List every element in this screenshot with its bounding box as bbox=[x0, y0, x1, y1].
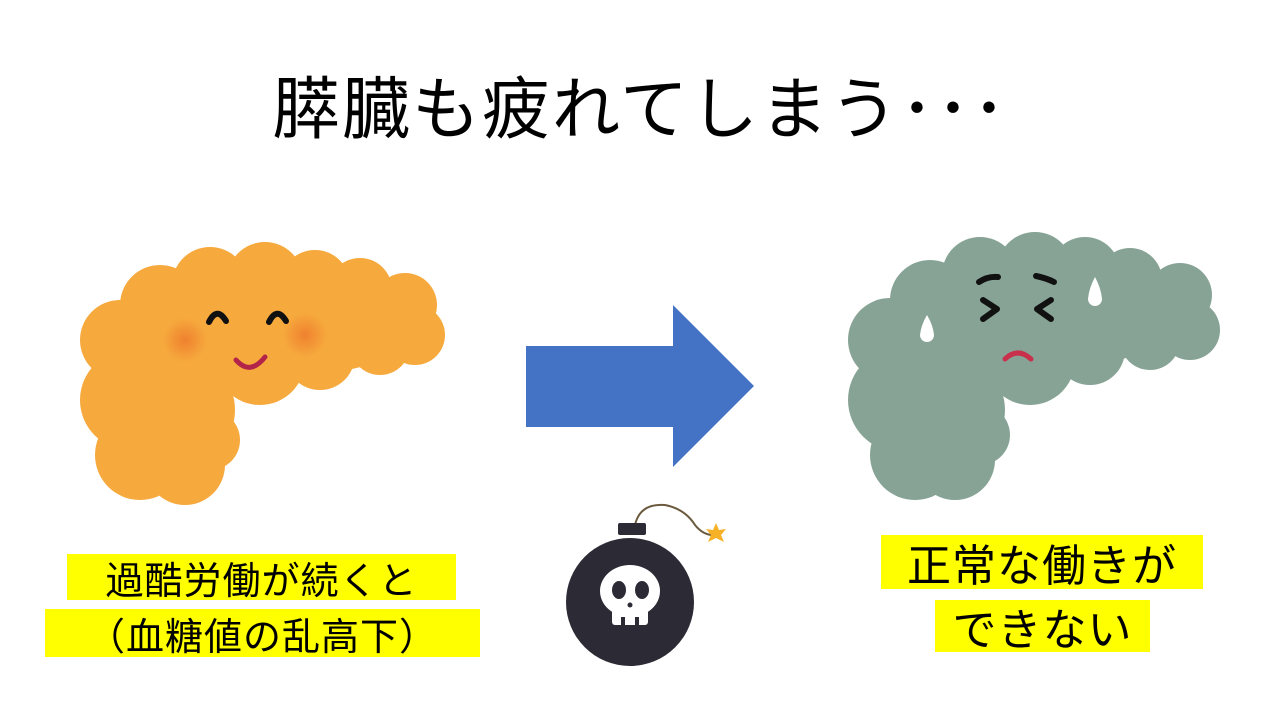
slide-title: 膵臓も疲れてしまう･･･ bbox=[272, 71, 1008, 150]
skull-bomb-illustration bbox=[566, 503, 726, 666]
right-caption-line2: できない bbox=[935, 600, 1150, 656]
spark-icon bbox=[706, 523, 726, 542]
right-caption-line1: 正常な働きが bbox=[881, 535, 1203, 592]
brow-right-icon bbox=[1033, 273, 1057, 285]
left-caption-line1: 過酷労働が続くと bbox=[67, 554, 456, 603]
smile-icon bbox=[233, 354, 268, 370]
frown-icon bbox=[1002, 350, 1034, 362]
happy-eye-left-icon bbox=[206, 310, 229, 325]
left-caption-line2: （血糖値の乱高下） bbox=[45, 609, 480, 659]
right-arrow-icon bbox=[526, 305, 754, 467]
happy-eye-right-icon bbox=[266, 310, 289, 325]
sweat-drop-icon bbox=[920, 315, 934, 342]
tired-pancreas-illustration bbox=[848, 232, 1220, 500]
squint-eye-left-icon bbox=[980, 297, 1000, 322]
brow-left-icon bbox=[976, 273, 1001, 285]
healthy-pancreas-illustration bbox=[80, 242, 445, 505]
squint-eye-right-icon bbox=[1034, 297, 1054, 322]
sweat-drop-icon bbox=[1088, 277, 1102, 306]
